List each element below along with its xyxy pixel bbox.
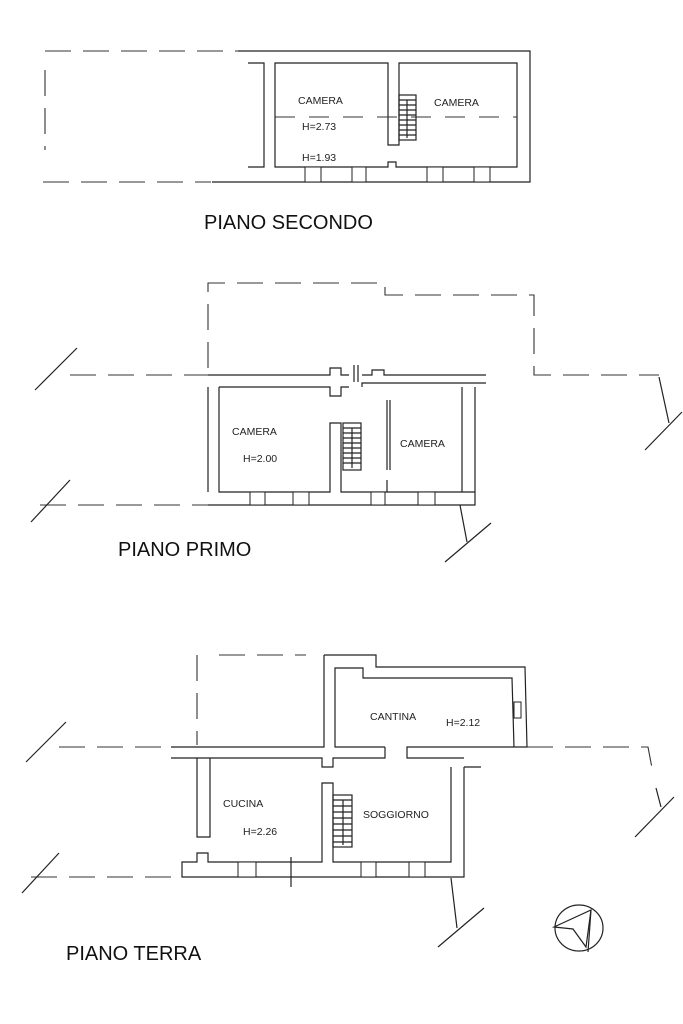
windows xyxy=(249,491,436,506)
staircase xyxy=(398,94,417,141)
windows xyxy=(237,701,522,878)
height-label: H=2.73 xyxy=(302,121,336,133)
staircase xyxy=(332,794,353,848)
room-label: CAMERA xyxy=(298,95,343,107)
height-label: H=2.12 xyxy=(446,717,480,729)
room-label: CUCINA xyxy=(223,798,263,810)
height-label: H=2.00 xyxy=(243,453,277,465)
floor-title: PIANO TERRA xyxy=(66,943,202,965)
room-label: SOGGIORNO xyxy=(363,809,429,821)
height-label: H=1.93 xyxy=(302,152,336,164)
floor-piano-terra: CANTINA H=2.12 CUCINA H=2.26 SOGGIORNO P… xyxy=(21,654,675,965)
room-label: CAMERA xyxy=(434,97,479,109)
floor-piano-secondo: CAMERA H=2.73 H=1.93 CAMERA PIANO SECOND… xyxy=(43,50,531,234)
floor-title: PIANO PRIMO xyxy=(118,539,251,561)
room-label: CAMERA xyxy=(400,438,445,450)
north-arrow-icon xyxy=(551,904,604,953)
floor-piano-primo: CAMERA H=2.00 CAMERA PIANO PRIMO xyxy=(30,282,683,563)
room-label: CAMERA xyxy=(232,426,277,438)
staircase xyxy=(342,422,362,471)
height-label: H=2.26 xyxy=(243,826,277,838)
room-label: CANTINA xyxy=(370,711,416,723)
floor-title: PIANO SECONDO xyxy=(204,212,373,234)
windows xyxy=(304,166,491,183)
